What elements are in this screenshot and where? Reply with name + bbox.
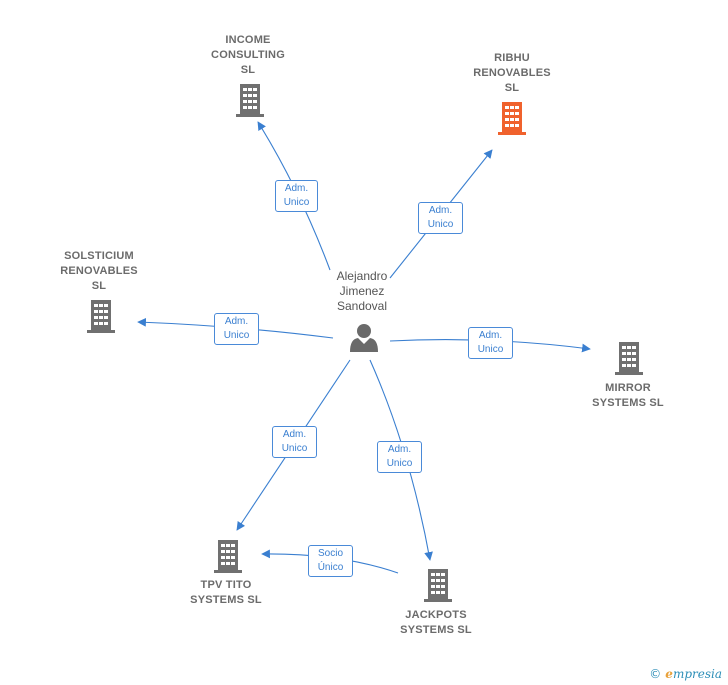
solsticium-building-icon[interactable] — [87, 300, 115, 333]
ribhu-renovables-label[interactable]: RIBHU RENOVABLES SL — [473, 52, 551, 94]
income-consulting-label[interactable]: INCOME CONSULTING SL — [211, 34, 285, 76]
tpv-building-icon[interactable] — [214, 540, 242, 573]
mirror-building-icon[interactable] — [615, 342, 643, 375]
edge-label-ribhu: Adm. Unico — [418, 202, 463, 234]
person-name-label[interactable]: Alejandro Jimenez Sandoval — [336, 269, 388, 313]
jackpots-systems-label[interactable]: JACKPOTS SYSTEMS SL — [400, 609, 472, 636]
mirror-systems-label[interactable]: MIRROR SYSTEMS SL — [592, 382, 664, 409]
edge-label-jackpots-tpv: Socio Único — [308, 545, 353, 577]
solsticium-renovables-label[interactable]: SOLSTICIUM RENOVABLES SL — [60, 250, 138, 292]
tpv-tito-systems-label[interactable]: TPV TITO SYSTEMS SL — [190, 579, 262, 606]
edge-label-jackpots: Adm. Unico — [377, 441, 422, 473]
jackpots-building-icon[interactable] — [424, 569, 452, 602]
edge-label-mirror: Adm. Unico — [468, 327, 513, 359]
copyright-symbol: © — [649, 667, 662, 681]
person-icon[interactable] — [350, 324, 378, 352]
ribhu-building-icon[interactable] — [498, 102, 526, 135]
brand-name: mpresia — [672, 667, 722, 681]
edge-label-solsticium: Adm. Unico — [214, 313, 259, 345]
income-building-icon[interactable] — [236, 84, 264, 117]
edge-label-tpv: Adm. Unico — [272, 426, 317, 458]
brand-initial: e — [665, 667, 673, 681]
edge-label-income: Adm. Unico — [275, 180, 318, 212]
footer-brand[interactable]: ©empresia — [649, 667, 722, 681]
